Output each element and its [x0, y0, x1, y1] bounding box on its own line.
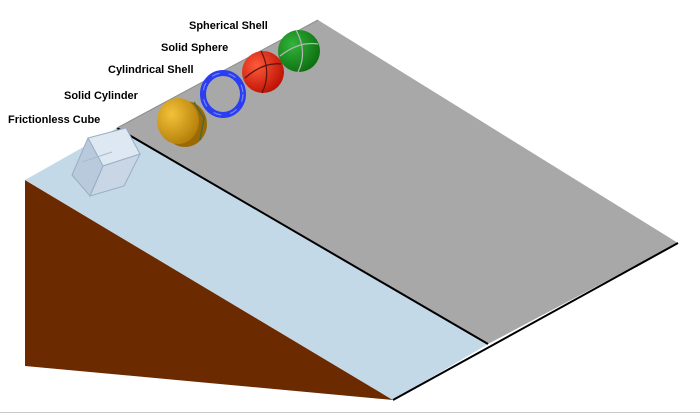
frictionless-cube	[71, 127, 141, 197]
label-frictionless-cube: Frictionless Cube	[8, 114, 101, 126]
surface-divider-line	[116, 127, 489, 345]
label-solid-cylinder: Solid Cylinder	[64, 90, 138, 102]
rough-surface	[117, 20, 678, 344]
solid-sphere	[242, 50, 284, 94]
label-cylindrical-shell: Cylindrical Shell	[108, 64, 194, 76]
cylindrical-shell	[200, 70, 246, 118]
spherical-shell	[278, 29, 320, 73]
label-spherical-shell: Spherical Shell	[189, 20, 268, 32]
solid-cylinder	[157, 98, 207, 147]
label-solid-sphere: Solid Sphere	[161, 42, 229, 54]
ramp-front-edge	[392, 242, 679, 401]
bottom-divider	[0, 412, 700, 413]
frictionless-surface	[25, 128, 488, 400]
